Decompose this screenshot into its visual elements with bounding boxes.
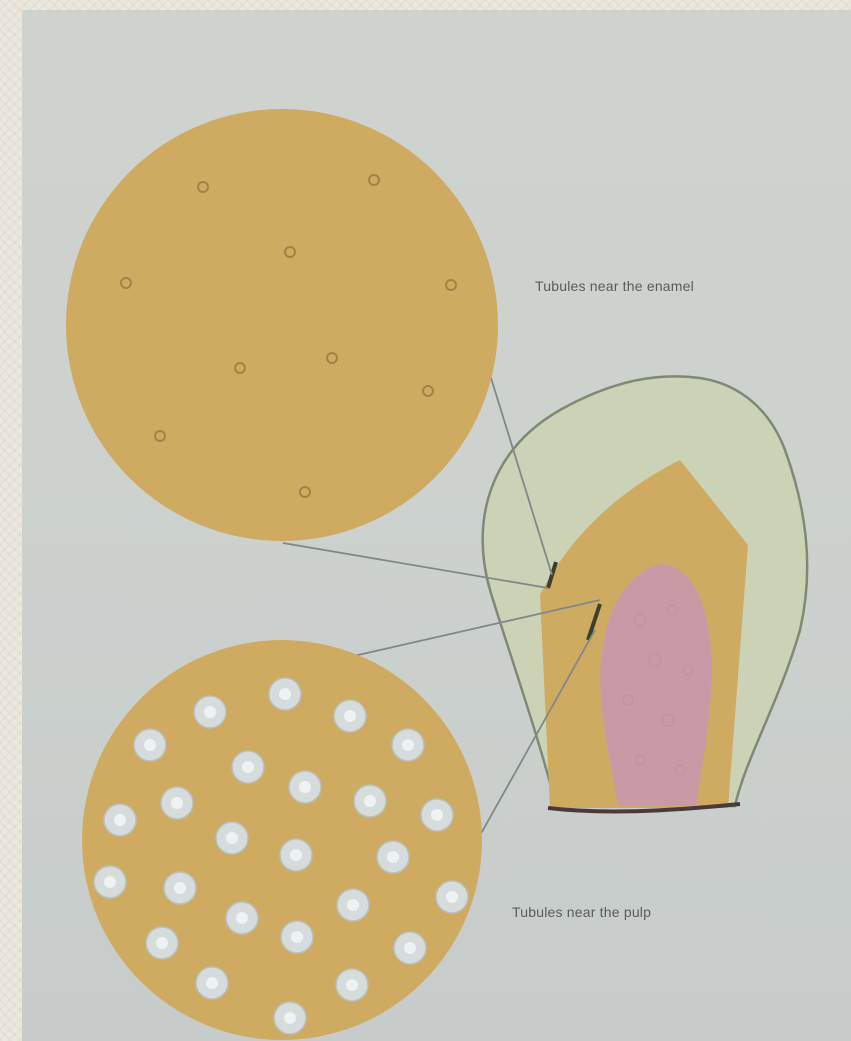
- label-tubules-near-enamel: Tubules near the enamel: [535, 278, 694, 294]
- label-tubules-near-pulp: Tubules near the pulp: [512, 904, 651, 920]
- enamel-tubule-cross-section: [66, 109, 498, 541]
